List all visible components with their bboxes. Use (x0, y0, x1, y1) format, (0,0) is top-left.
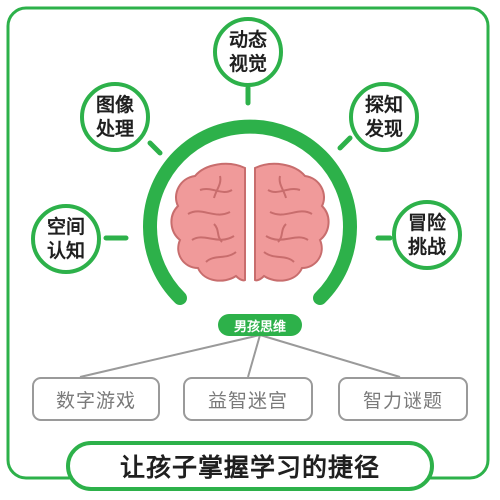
feature-bubble-adventure: 冒险挑战 (392, 200, 462, 270)
connector-middle (247, 334, 261, 378)
feature-label-exploration: 探知发现 (364, 94, 403, 140)
feature-label-adventure: 冒险挑战 (407, 212, 446, 258)
feature-label-spatial-cognition: 空间认知 (46, 216, 85, 262)
feature-label-image-processing: 图像处理 (95, 94, 134, 140)
game-box-numbers: 数字游戏 (32, 377, 160, 421)
center-label-pill: 男孩思维 (218, 314, 302, 336)
feature-bubble-image-processing: 图像处理 (80, 82, 150, 152)
spoke-upper-left (147, 140, 163, 156)
game-box-puzzles: 智力谜题 (338, 377, 468, 421)
brain-illustration (170, 162, 330, 282)
feature-label-dynamic-vision: 动态视觉 (228, 29, 267, 75)
feature-bubble-spatial-cognition: 空间认知 (31, 204, 101, 274)
feature-bubble-exploration: 探知发现 (349, 82, 419, 152)
bottom-banner: 让孩子掌握学习的捷径 (66, 441, 434, 491)
game-box-maze: 益智迷宫 (183, 377, 313, 421)
connector-left (79, 334, 261, 378)
brain-arc (143, 119, 357, 305)
connector-right (259, 334, 401, 378)
spoke-upper-right (337, 135, 353, 151)
feature-bubble-dynamic-vision: 动态视觉 (213, 17, 283, 87)
